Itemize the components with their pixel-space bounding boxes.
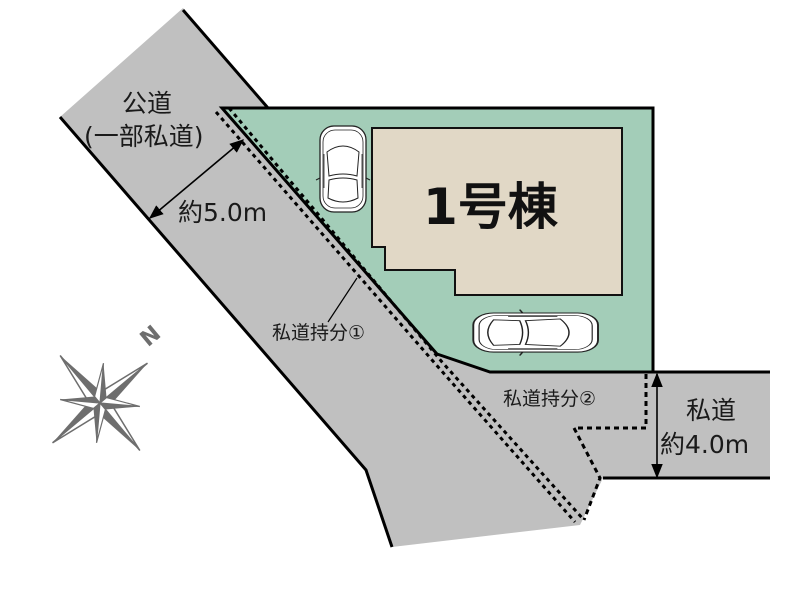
private-share-1-line-outer	[214, 111, 577, 523]
car-icon	[315, 125, 371, 213]
road-edge-upper	[181, 9, 270, 109]
public-road-width-arrow	[148, 139, 245, 219]
compass-rose-icon	[52, 355, 148, 451]
public-road-sublabel: (一部私道)	[84, 122, 204, 151]
private-share-1-line-inner	[227, 107, 586, 522]
building-label: 1号棟	[423, 178, 558, 236]
building-1	[371, 127, 623, 296]
private-road-label: 私道	[686, 396, 737, 425]
public-road-label: 公道	[122, 89, 173, 118]
private-share-2-line	[571, 374, 648, 521]
private-share-1-leader	[327, 277, 358, 323]
public-road-width: 約5.0m	[178, 198, 268, 227]
private-share-2-label: 私道持分②	[503, 388, 597, 410]
road-edge-left	[58, 116, 394, 548]
private-share-1-label: 私道持分①	[272, 322, 366, 344]
private-road-width: 約4.0m	[660, 430, 750, 459]
car-icon	[472, 308, 599, 357]
